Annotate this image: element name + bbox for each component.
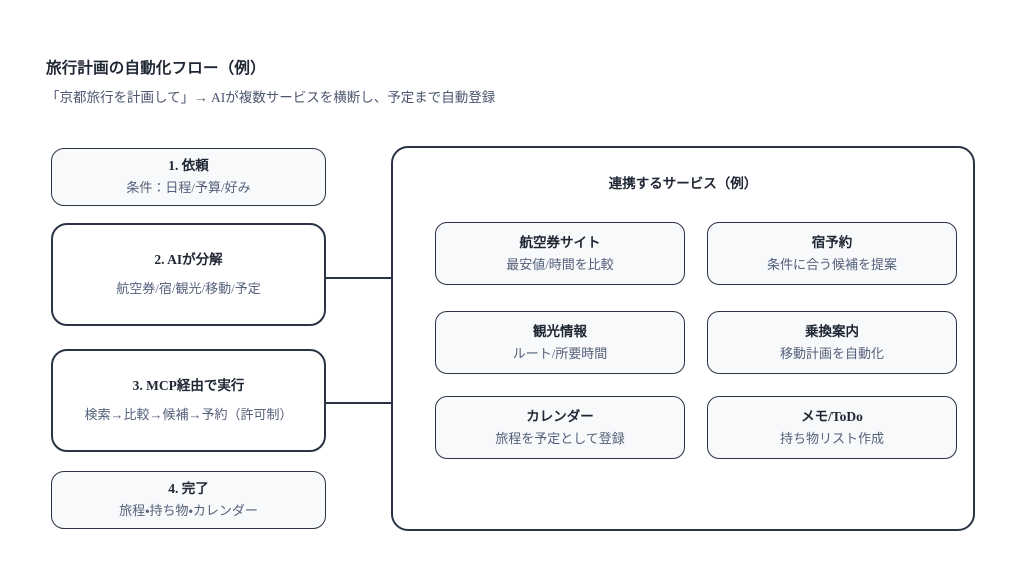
service-card-subtitle: 移動計画を自動化 <box>779 345 884 361</box>
flow-step-request[interactable]: 1. 依頼 条件：日程/予算/好み <box>51 148 326 206</box>
service-card-title: 航空券サイト <box>519 234 601 250</box>
service-card-title: メモ/ToDo <box>801 408 863 424</box>
service-card-calendar[interactable]: カレンダー 旅程を予定として登録 <box>435 396 685 459</box>
service-card-title: 宿予約 <box>811 234 853 250</box>
flow-step-subtitle: 条件：日程/予算/好み <box>126 179 251 195</box>
flow-step-subtitle: 検索→比較→候補→予約（許可制） <box>84 406 293 422</box>
service-card-flight-site[interactable]: 航空券サイト 最安値/時間を比較 <box>435 222 685 285</box>
flow-step-complete[interactable]: 4. 完了 旅程・持ち物・カレンダー <box>51 471 326 529</box>
flow-step-mcp-execute[interactable]: 3. MCP経由で実行 検索→比較→候補→予約（許可制） <box>51 349 326 452</box>
service-card-subtitle: 持ち物リスト作成 <box>779 430 884 446</box>
flow-step-subtitle: 旅程・持ち物・カレンダー <box>119 502 258 518</box>
connector-line-step2-to-services <box>325 277 393 279</box>
flow-step-title: 3. MCP経由で実行 <box>132 378 245 394</box>
service-card-sightseeing-info[interactable]: 観光情報 ルート/所要時間 <box>435 311 685 374</box>
flow-step-title: 1. 依頼 <box>168 158 209 174</box>
service-card-subtitle: 旅程を予定として登録 <box>495 430 625 446</box>
service-card-title: カレンダー <box>526 408 594 424</box>
service-card-lodging-booking[interactable]: 宿予約 条件に合う候補を提案 <box>707 222 957 285</box>
connector-line-step3-to-services <box>325 402 393 404</box>
service-card-transit-guide[interactable]: 乗換案内 移動計画を自動化 <box>707 311 957 374</box>
flow-step-subtitle: 航空券/宿/観光/移動/予定 <box>116 280 261 296</box>
flow-step-title: 4. 完了 <box>168 481 209 497</box>
page-title: 旅行計画の自動化フロー（例） <box>46 60 266 77</box>
page-subtitle: 「京都旅行を計画して」→ AIが複数サービスを横断し、予定まで自動登録 <box>46 90 496 105</box>
flow-step-ai-decompose[interactable]: 2. AIが分解 航空券/宿/観光/移動/予定 <box>51 223 326 326</box>
service-card-memo-todo[interactable]: メモ/ToDo 持ち物リスト作成 <box>707 396 957 459</box>
service-card-subtitle: 最安値/時間を比較 <box>506 256 614 272</box>
service-card-subtitle: 条件に合う候補を提案 <box>766 256 897 272</box>
flow-step-title: 2. AIが分解 <box>154 252 223 268</box>
service-card-subtitle: ルート/所要時間 <box>512 345 608 361</box>
service-card-title: 乗換案内 <box>805 323 859 339</box>
service-card-title: 観光情報 <box>533 323 587 339</box>
services-panel-title: 連携するサービス（例） <box>608 176 758 191</box>
